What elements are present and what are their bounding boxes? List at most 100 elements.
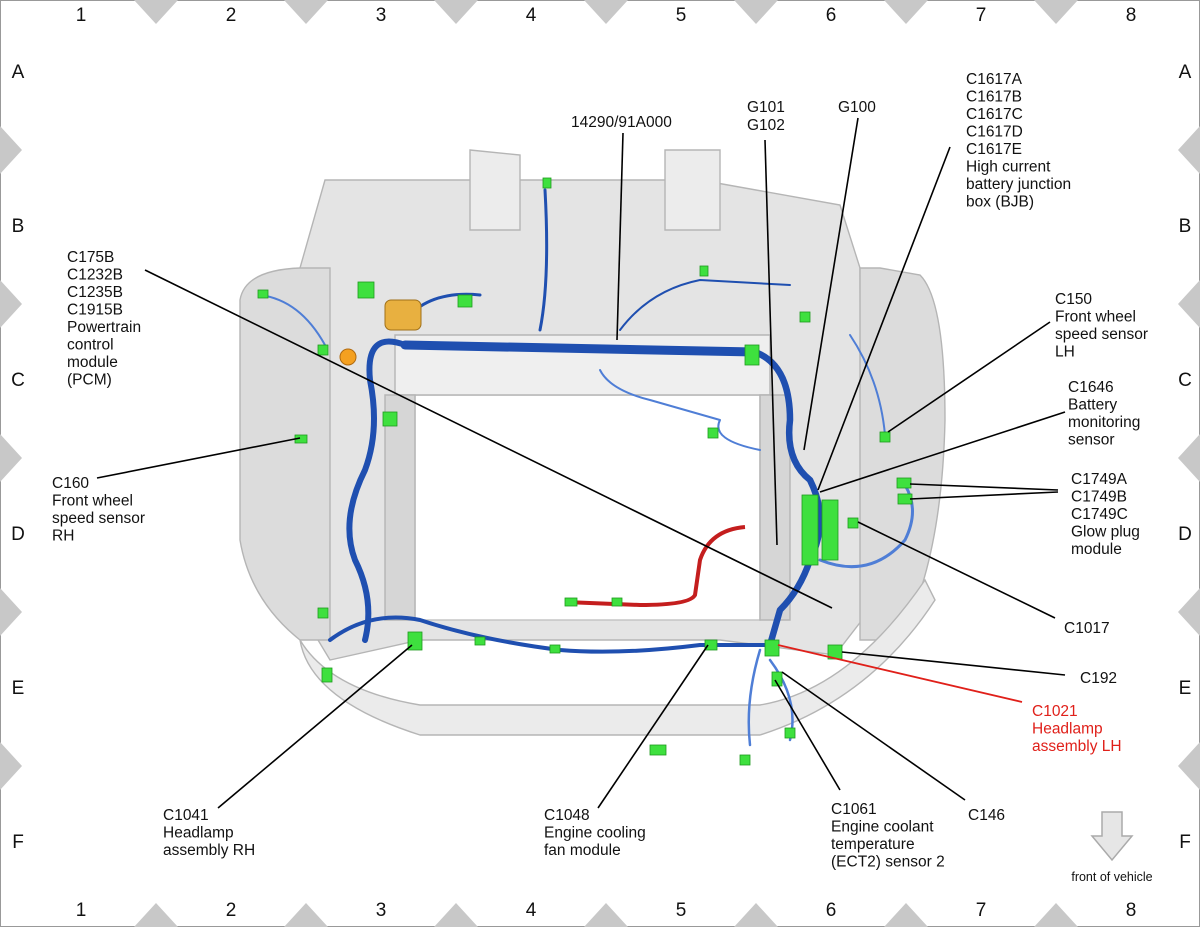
harness-front-branch — [328, 615, 772, 654]
border-triangle — [884, 903, 928, 927]
grid-row-label: B — [1179, 216, 1192, 237]
front-of-vehicle-indicator: front of vehicle — [1071, 811, 1153, 884]
harness-right-wheel-lead — [849, 334, 886, 436]
leader-c1749b — [909, 491, 1059, 500]
border-triangle — [1034, 0, 1078, 24]
leader-c1061 — [774, 679, 841, 791]
connector — [321, 667, 333, 683]
connector — [611, 597, 623, 607]
connector — [847, 517, 859, 529]
border-triangle — [284, 903, 328, 927]
leader-c1017 — [857, 521, 1056, 619]
border-triangle — [1178, 588, 1200, 636]
connector — [382, 411, 398, 427]
grid-col-label: 5 — [676, 900, 687, 921]
grid-col-label: 6 — [826, 5, 837, 26]
border-triangle — [434, 0, 478, 24]
harness-main-trunk — [400, 340, 760, 357]
connector — [317, 344, 329, 356]
left-rail — [384, 394, 416, 621]
grid-row-label: B — [12, 216, 25, 237]
border-triangle — [884, 0, 928, 24]
grid-row-label: D — [11, 524, 25, 545]
connector — [739, 754, 751, 766]
connector — [897, 493, 913, 505]
border-triangle — [584, 903, 628, 927]
border-triangle — [1178, 280, 1200, 328]
border-triangle — [0, 434, 22, 482]
connector-glow-plug-relay — [801, 494, 819, 566]
border-triangle — [0, 588, 22, 636]
harness-upper-branch — [538, 188, 549, 332]
grid-col-label: 4 — [526, 900, 537, 921]
harness-left-branch — [346, 338, 408, 643]
harness-center-lead — [599, 369, 761, 451]
front-of-vehicle-label: front of vehicle — [1071, 870, 1152, 884]
grid-col-label: 3 — [376, 900, 387, 921]
border-triangle — [134, 903, 178, 927]
border-triangle — [434, 903, 478, 927]
border-triangle — [0, 280, 22, 328]
connector — [549, 644, 561, 654]
connector — [317, 607, 329, 619]
pcm-connector-cluster — [384, 299, 422, 331]
connector — [457, 294, 473, 308]
down-arrow-icon — [1090, 811, 1134, 862]
connector — [649, 744, 667, 756]
grid-row-label: D — [1178, 524, 1192, 545]
leader-c146 — [781, 671, 966, 801]
pcm-grommet — [339, 348, 357, 366]
border-triangle — [1178, 126, 1200, 174]
leader-c1646 — [819, 411, 1066, 493]
grid-col-label: 8 — [1126, 5, 1137, 26]
harness-top-right-lead — [619, 279, 791, 331]
grid-row-label: A — [1179, 62, 1192, 83]
grid-col-label: 3 — [376, 5, 387, 26]
grid-row-label: C — [11, 370, 25, 391]
grid-col-label: 8 — [1126, 900, 1137, 921]
border-triangle — [1178, 434, 1200, 482]
border-triangle — [1178, 742, 1200, 790]
leader-c150 — [887, 321, 1051, 433]
connector — [542, 177, 552, 189]
leader-c1041 — [217, 644, 413, 809]
grid-row-label: E — [12, 678, 25, 699]
grid-row-labels-left: A B C D E F — [11, 62, 25, 853]
connector — [784, 727, 796, 739]
top-bracket-left — [469, 149, 521, 231]
label-c192: C192 — [1080, 670, 1117, 687]
grid-column-labels-bottom: 1 2 3 4 5 6 7 8 — [76, 900, 1137, 921]
leader-g100 — [803, 117, 859, 451]
connector — [744, 344, 760, 366]
connector — [764, 639, 780, 657]
harness-right-branch — [751, 348, 824, 649]
connector — [799, 311, 811, 323]
grid-row-label: F — [12, 832, 24, 853]
border-triangle — [734, 903, 778, 927]
border-triangle — [284, 0, 328, 24]
grid-col-label: 2 — [226, 900, 237, 921]
front-bumper-beam — [299, 578, 936, 736]
leader-c1021 — [777, 644, 1023, 703]
border-triangle — [0, 742, 22, 790]
connector — [771, 671, 783, 687]
leader-c1048 — [597, 644, 709, 809]
border-triangle — [0, 126, 22, 174]
connectors — [257, 177, 913, 766]
grid-col-label: 2 — [226, 5, 237, 26]
label-14290: 14290/91A000 — [571, 114, 672, 131]
leader-c1749a — [909, 483, 1059, 491]
connector — [704, 639, 718, 651]
grid-row-label: E — [1179, 678, 1192, 699]
leader-c175b-pcm — [144, 269, 833, 609]
